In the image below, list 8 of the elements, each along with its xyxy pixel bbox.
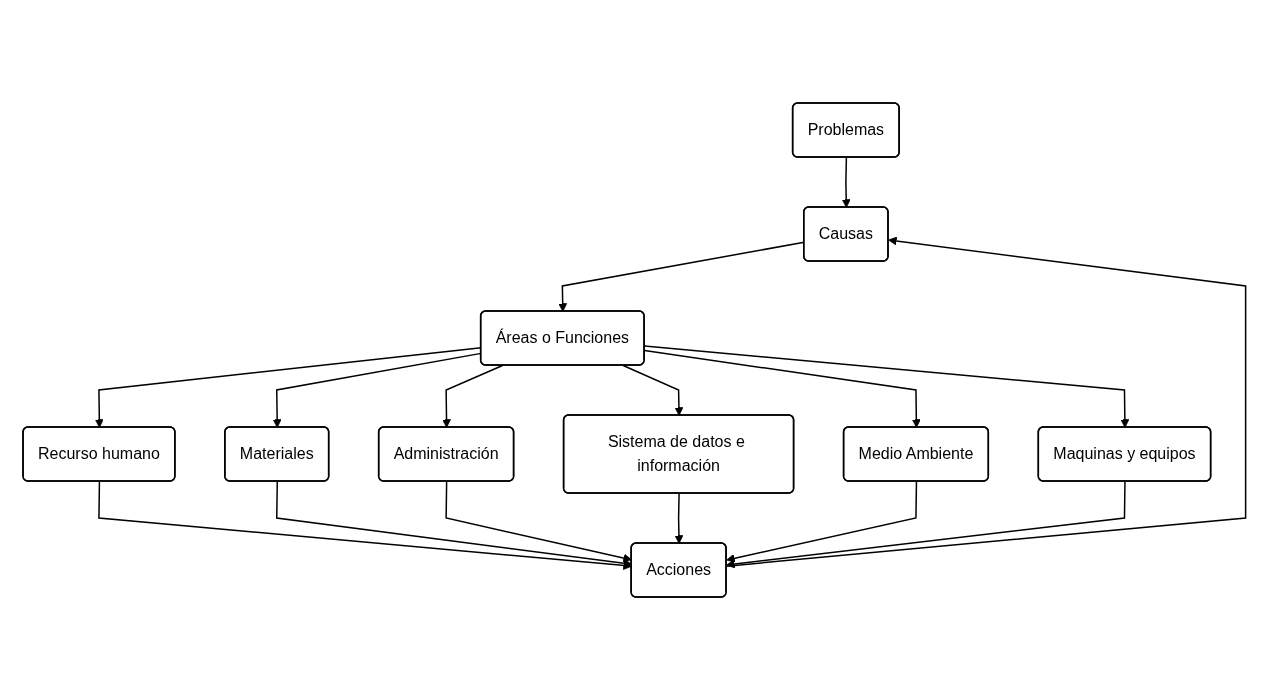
arrow <box>644 345 1130 428</box>
arrow <box>622 364 684 416</box>
arrow <box>726 480 1126 569</box>
arrow <box>842 156 851 208</box>
arrow <box>442 364 504 428</box>
arrow <box>726 480 918 563</box>
arrow <box>644 349 921 428</box>
arrow <box>674 492 684 544</box>
